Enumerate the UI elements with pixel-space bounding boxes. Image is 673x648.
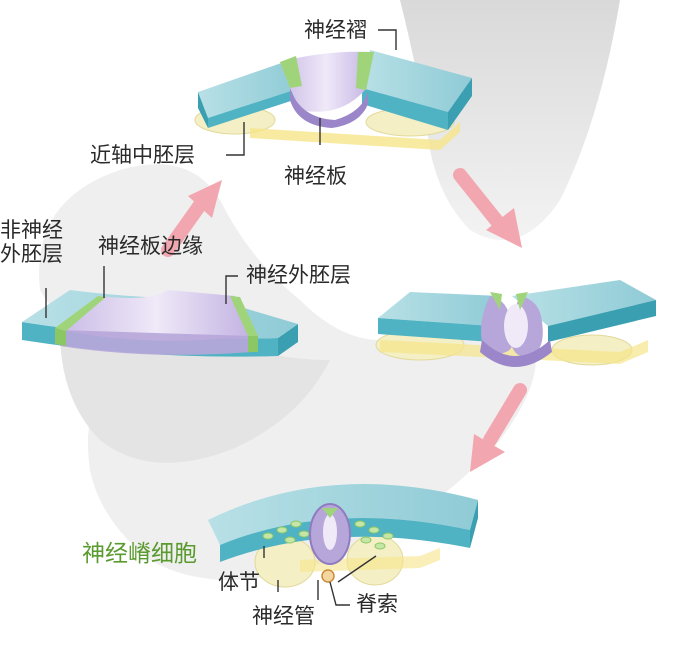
label-non-neural-ectoderm-line2: 外胚层 — [0, 242, 63, 266]
label-neural-plate: 神经板 — [284, 164, 347, 188]
label-somite: 体节 — [218, 570, 260, 594]
arrow-stage3-to-stage4 — [470, 383, 527, 472]
stage-2-neural-folds — [194, 50, 472, 150]
label-neural-fold: 神经褶 — [304, 18, 367, 42]
arrow-stage1-to-stage2 — [161, 180, 222, 257]
label-neural-plate-border: 神经板边缘 — [98, 234, 203, 258]
label-neural-crest-cells: 神经嵴细胞 — [82, 541, 197, 567]
background-swirl — [39, 0, 620, 581]
label-non-neural-ectoderm-line1: 非神经 — [0, 218, 63, 242]
label-neural-tube: 神经管 — [252, 604, 315, 628]
stage-1-neural-plate — [22, 290, 298, 357]
leader-lines — [45, 29, 397, 606]
label-non-neural-ectoderm: 非神经 外胚层 — [0, 218, 63, 266]
label-neural-ectoderm: 神经外胚层 — [246, 263, 351, 287]
label-paraxial-mesoderm: 近轴中胚层 — [90, 143, 195, 167]
label-notochord: 脊索 — [356, 592, 398, 616]
stage-4-neural-tube — [208, 484, 478, 588]
arrow-stage2-to-stage3 — [453, 168, 522, 248]
stage-3-folding — [375, 280, 656, 367]
